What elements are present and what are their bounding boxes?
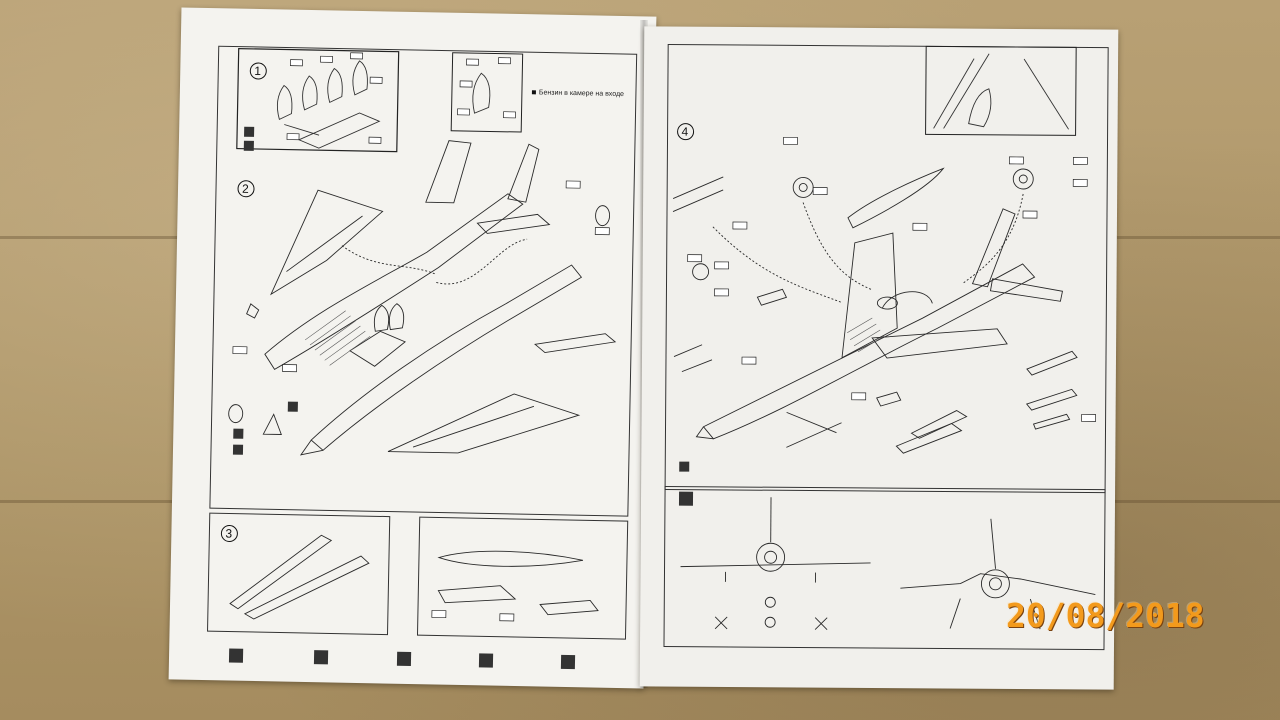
instruction-page-left: 1 Бензин в камере на входе 2 [168, 7, 657, 689]
step-4-number: 4 [682, 125, 689, 139]
instruction-page-right: 4 [639, 26, 1119, 690]
left-page-drawing: 1 Бензин в камере на входе 2 [207, 45, 638, 670]
step-2-number: 2 [242, 182, 249, 196]
date-stamp: 20/08/2018 [1006, 596, 1205, 635]
right-page-drawing: 4 [663, 44, 1109, 651]
note-text: Бензин в камере на входе [539, 89, 624, 98]
step-1-number: 1 [254, 64, 261, 78]
step-3-number: 3 [225, 526, 232, 540]
